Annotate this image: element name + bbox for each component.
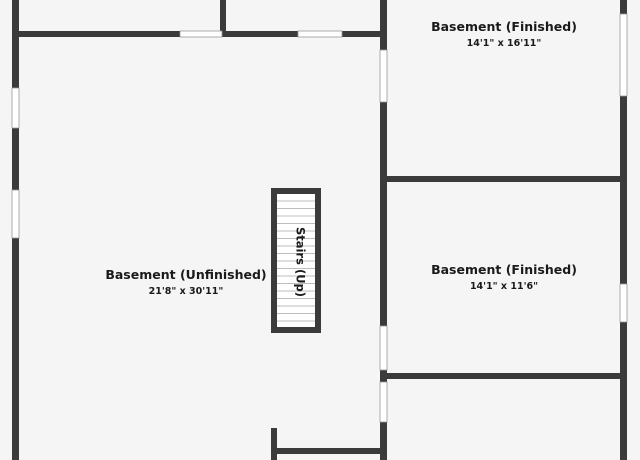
doorway-middle [379,325,388,371]
room-dimensions-unfinished: 21'8" x 30'11" [149,286,224,297]
stairs-label: Stairs (Up) [294,227,308,297]
room-dimensions-finished-upper: 14'1" x 16'11" [467,38,542,49]
wall-right-lower [380,373,627,379]
room-name-finished-lower: Basement (Finished) [431,262,577,277]
window-right-upper [619,13,628,97]
window-left-upper [11,87,20,129]
wall-bottom-horizontal [271,448,385,454]
window-top-left [179,30,223,38]
wall-bottom-vertical [271,428,277,460]
wall-center-vertical [380,0,387,460]
window-right-lower [619,283,628,323]
wall-right-middle [380,176,627,182]
room-dimensions-finished-lower: 14'1" x 11'6" [470,281,538,292]
windows-and-openings [11,13,628,423]
wall-top-divider [220,0,226,36]
doorway-upper [379,49,388,103]
stair-treads [277,200,315,322]
wall-right-exterior [620,0,627,460]
room-name-unfinished: Basement (Unfinished) [105,267,266,282]
window-top-right [297,30,343,38]
window-left-lower [11,189,20,239]
doorway-lower [379,381,388,423]
stairs: Stairs (Up) [271,188,321,333]
room-name-finished-upper: Basement (Finished) [431,19,577,34]
